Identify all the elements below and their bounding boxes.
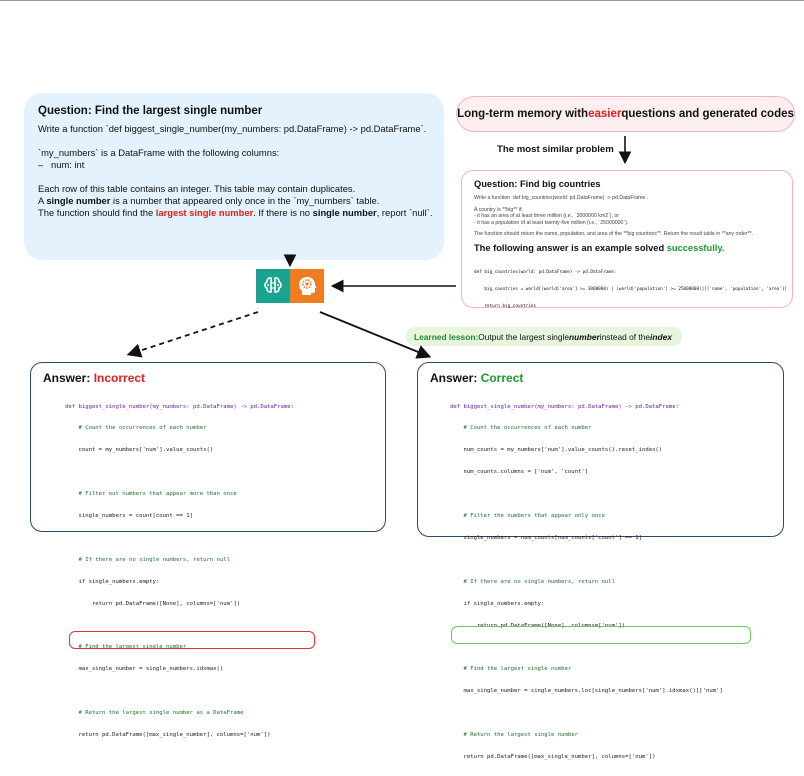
similar-line: - it has a population of at least twenty… — [474, 219, 629, 226]
correct-highlight — [451, 626, 751, 644]
human-head-gear-icon — [290, 269, 324, 303]
question-line: Each row of this table contains an integ… — [38, 183, 356, 194]
lesson-label: Learned lesson: — [414, 331, 479, 342]
question-line: `my_numbers` is a DataFrame with the fol… — [38, 147, 280, 158]
correct-answer-panel: Answer: Correct def biggest_single_numbe… — [417, 362, 784, 760]
question-line: A single number is a number that appeare… — [38, 195, 380, 206]
question-panel: Question: Find the largest single number… — [24, 93, 444, 260]
bold-term: single number — [46, 195, 111, 206]
learned-lesson-banner: Learned lesson: Output the largest singl… — [406, 327, 682, 346]
similar-code: def big_countries(world: pd.DataFrame) -… — [474, 270, 788, 309]
incorrect-answer-title: Answer: Incorrect — [43, 371, 146, 385]
bold-term: single number — [312, 207, 377, 218]
similar-problem-panel: Question: Find big countries Write a fun… — [461, 170, 793, 309]
similar-line: Write a function `def big_countries(worl… — [474, 195, 649, 201]
question-title: Question: Find the largest single number — [38, 105, 263, 117]
incorrect-answer-panel: Answer: Incorrect def biggest_single_num… — [30, 362, 386, 738]
correct-answer-title: Answer: Correct — [430, 371, 524, 385]
similar-line: A country is **big** if: — [474, 206, 523, 213]
easier-term: easier — [588, 108, 622, 120]
memory-banner: Long-term memory with easier questions a… — [456, 96, 795, 132]
arrow-agent-to-incorrect — [126, 311, 259, 358]
similar-line: The function should return the name, pop… — [474, 231, 754, 238]
similar-answer-heading: The following answer is an example solve… — [474, 242, 725, 253]
question-line: Write a function `def biggest_single_num… — [38, 123, 427, 134]
similar-line: - it has an area of at least three milli… — [474, 213, 620, 220]
model-brain-icon — [256, 269, 290, 303]
top-divider — [0, 0, 804, 1]
highlight-term: largest single number — [155, 207, 254, 218]
agent-icon-pair — [256, 269, 324, 303]
correct-code: def biggest_single_number(my_numbers: pd… — [450, 403, 723, 760]
incorrect-highlight — [69, 631, 315, 649]
similar-title: Question: Find big countries — [474, 179, 601, 189]
similar-problem-label: The most similar problem — [497, 144, 614, 155]
question-line: The function should find the largest sin… — [38, 207, 433, 218]
incorrect-code: def biggest_single_number(my_numbers: pd… — [65, 403, 295, 738]
question-line: – num: int — [38, 159, 85, 170]
